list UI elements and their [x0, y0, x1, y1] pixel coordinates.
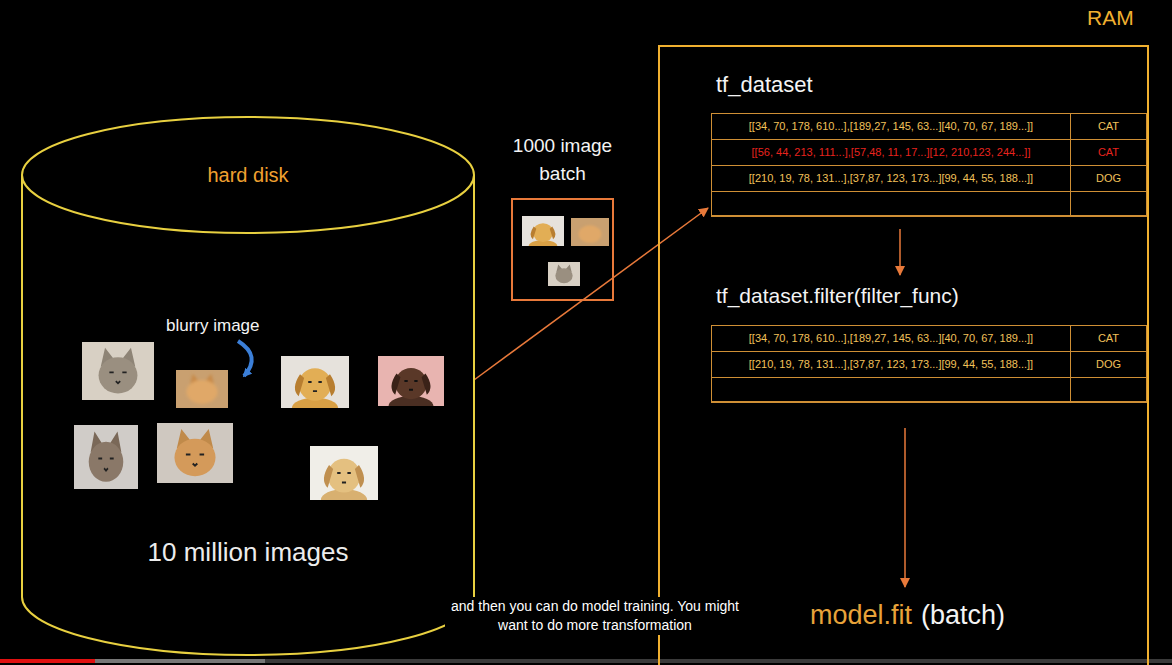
photo-background: [157, 423, 233, 483]
class-label: DOG: [1071, 166, 1146, 191]
cat-face: [109, 372, 126, 383]
tensor-values: [[210, 19, 78, 131...],[37,87, 123, 173.…: [712, 352, 1070, 377]
dog-face: [308, 382, 322, 391]
hard-disk-cylinder: hard disk 10 million images: [20, 115, 476, 662]
blurry-cat-photo: [571, 218, 609, 246]
tensor-cell: [[210, 19, 78, 131...],[37,87, 123, 173.…: [711, 165, 1071, 192]
dog-ears: [392, 374, 431, 395]
photo-background: [176, 370, 228, 408]
progress-buffer: [0, 659, 265, 663]
tensor-values: [[34, 70, 178, 610...],[189,27, 145, 63.…: [712, 114, 1070, 139]
progress-track: [0, 659, 1172, 663]
cat-face: [186, 455, 204, 466]
cat-head: [99, 357, 138, 393]
tensor-cell: [[210, 19, 78, 131...],[37,87, 123, 173.…: [711, 351, 1071, 378]
dog-ears: [531, 227, 556, 240]
cat-face: [98, 459, 113, 471]
flow-arrow: [904, 428, 906, 587]
cat-head: [579, 225, 602, 243]
class-label-cell: CAT: [1070, 139, 1147, 166]
photo-background: [310, 446, 378, 500]
cat-head: [555, 268, 572, 283]
dog-photo: [310, 446, 378, 511]
photo-background: [548, 262, 580, 286]
data-flow-arrow: [899, 229, 901, 275]
dog-head: [328, 459, 361, 493]
cat-photo: [157, 423, 233, 483]
dog-head: [395, 368, 427, 399]
empty-table-cell: [1070, 377, 1147, 402]
photo-background: [571, 218, 609, 246]
table-heading: tf_dataset.filter(filter_func): [716, 283, 959, 309]
dog-photo: [281, 356, 349, 418]
blurred-animal: [579, 225, 602, 243]
tensor-values: [[210, 19, 78, 131...],[37,87, 123, 173.…: [712, 166, 1070, 191]
class-label-cell: CAT: [1070, 325, 1147, 352]
cat-photo: [74, 425, 138, 489]
dog-ears: [295, 374, 335, 396]
data-flow-arrow: [474, 208, 708, 380]
tensor-cell: [[34, 70, 178, 610...],[189,27, 145, 63.…: [711, 325, 1071, 352]
cylinder-outline: [20, 115, 476, 662]
cat-head: [89, 442, 124, 482]
class-label-cell: CAT: [1070, 113, 1147, 140]
class-label-cell: DOG: [1070, 351, 1147, 378]
cat-photo: [548, 262, 580, 286]
ram-heading: RAM: [1087, 5, 1134, 31]
dog-face: [337, 473, 351, 482]
blurred-animal: [186, 374, 217, 404]
progress-played: [0, 659, 95, 663]
dataset-table: tf_dataset[[34, 70, 178, 610...],[189,27…: [711, 113, 1147, 217]
photo-background: [281, 356, 349, 408]
tensor-cell: [[34, 70, 178, 610...],[189,27, 145, 63.…: [711, 113, 1071, 140]
dog-head: [533, 223, 553, 242]
image-batch-box: 1000 image batch: [511, 198, 614, 301]
photo-background: [378, 356, 444, 406]
storage-title: hard disk: [20, 162, 476, 188]
class-label: DOG: [1071, 352, 1146, 377]
function-name: model.fit: [810, 598, 912, 632]
empty-table-cell: [711, 191, 1071, 216]
subtitle-caption: and then you can do model training. You …: [445, 597, 745, 635]
dog-photo: [522, 216, 564, 252]
cat-head: [174, 439, 215, 477]
blurry-cat-photo: [176, 370, 228, 408]
photo-background: [82, 342, 154, 400]
class-label-cell: DOG: [1070, 165, 1147, 192]
pointer-arrow: [238, 341, 252, 376]
filtered-dataset-table: tf_dataset.filter(filter_func)[[34, 70, …: [711, 325, 1147, 403]
class-label: CAT: [1071, 140, 1146, 165]
class-label: CAT: [1071, 114, 1146, 139]
storage-size: 10 million images: [20, 536, 476, 568]
dog-photo: [378, 356, 444, 416]
cat-head: [186, 380, 217, 404]
empty-table-cell: [711, 377, 1071, 402]
batch-heading: 1000 image batch: [503, 132, 623, 188]
function-argument: (batch): [921, 598, 1005, 632]
dog-head: [299, 368, 332, 401]
annotation-label: blurry image: [166, 315, 260, 337]
dog-ears: [324, 465, 364, 488]
cat-photo: [82, 342, 154, 400]
ram-panel: RAMtf_dataset[[34, 70, 178, 610...],[189…: [658, 45, 1149, 665]
tensor-values: [[56, 44, 213, 111...],[57,48, 11, 17...…: [712, 140, 1070, 165]
dog-face: [404, 381, 417, 390]
empty-table-cell: [1070, 191, 1147, 216]
class-label: CAT: [1071, 326, 1146, 351]
tensor-cell: [[56, 44, 213, 111...],[57,48, 11, 17...…: [711, 139, 1071, 166]
photo-background: [74, 425, 138, 489]
photo-background: [522, 216, 564, 246]
cylinder-body: [22, 175, 474, 655]
table-heading: tf_dataset: [716, 72, 813, 98]
tensor-values: [[34, 70, 178, 610...],[189,27, 145, 63.…: [712, 326, 1070, 351]
